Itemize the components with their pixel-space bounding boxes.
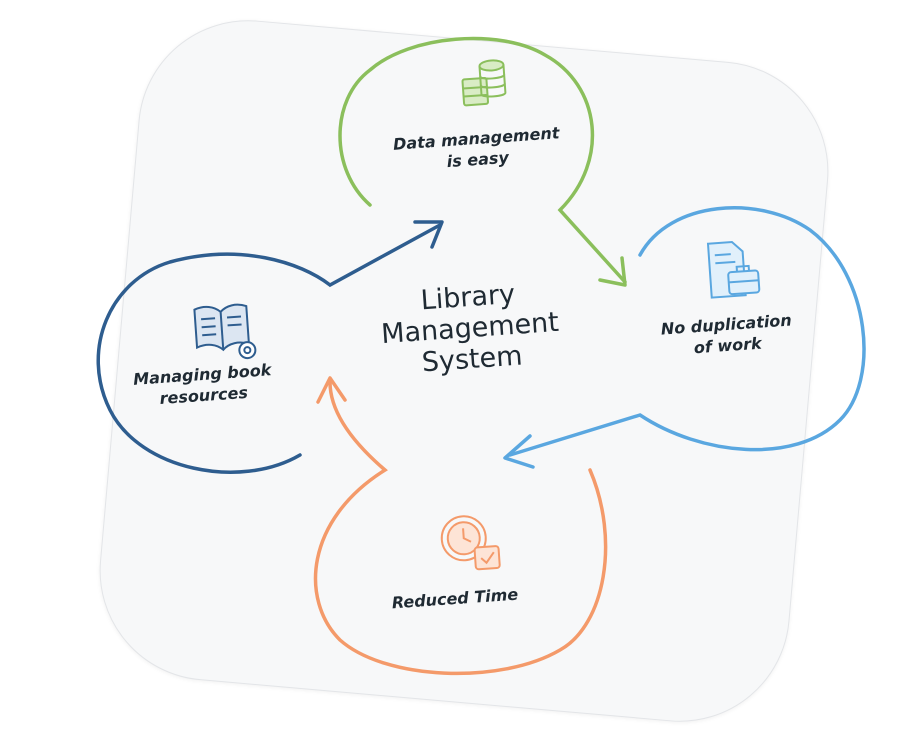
database-icon: [461, 59, 507, 107]
data-management-arrowhead: [598, 256, 627, 287]
no-duplication-loop: [508, 206, 866, 457]
managing-books-loop: [96, 223, 442, 474]
book-gear-icon: [193, 303, 257, 360]
reduced-time-loop: [313, 380, 608, 676]
clock-calendar-icon: [440, 515, 501, 571]
data-management-loop: [338, 36, 627, 284]
managing-books-arrowhead: [413, 220, 444, 249]
document-briefcase-icon: [706, 241, 761, 299]
no-duplication-arrowhead: [503, 434, 535, 469]
center-title: Library Management System: [347, 274, 593, 384]
reduced-time-arrowhead: [316, 376, 347, 404]
